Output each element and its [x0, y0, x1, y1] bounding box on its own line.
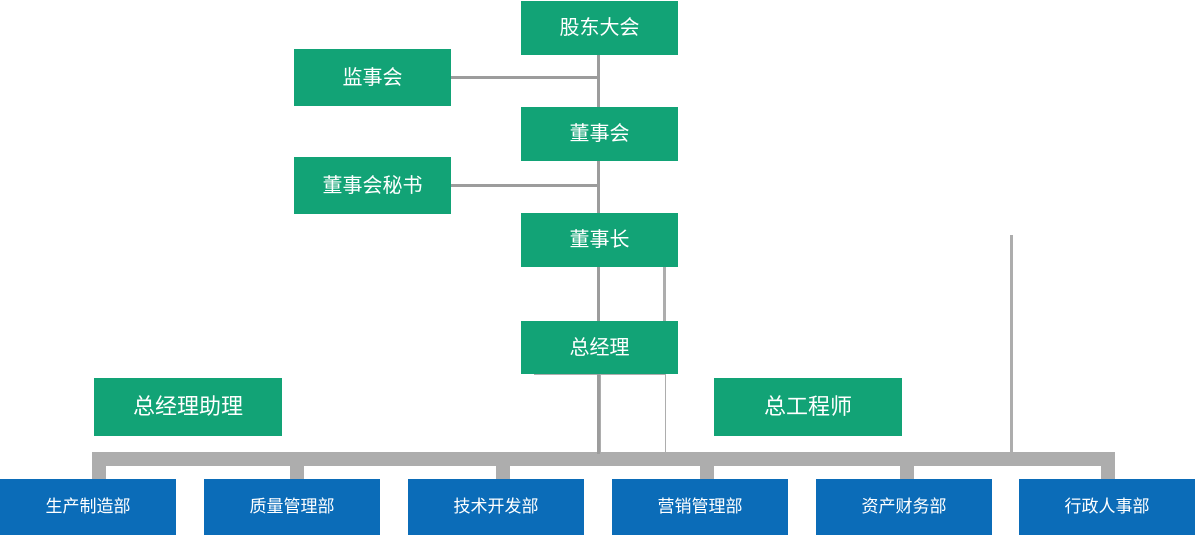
node-general-manager-label: 总经理 — [569, 336, 630, 359]
node-supervisors-label: 监事会 — [342, 66, 403, 89]
node-department-quality-label: 质量管理部 — [249, 496, 335, 516]
node-chief-engineer[interactable]: 总工程师 — [714, 378, 902, 436]
node-gm-assistant[interactable]: 总经理助理 — [94, 378, 282, 436]
connector-shareholders-board — [597, 53, 600, 107]
node-general-manager[interactable]: 总经理 — [521, 321, 678, 374]
node-supervisors[interactable]: 监事会 — [294, 49, 451, 106]
mask-right-3 — [906, 375, 1010, 452]
node-department-administration[interactable]: 行政人事部 — [1019, 479, 1195, 535]
mask-right-top — [666, 235, 1010, 375]
node-department-marketing-label: 营销管理部 — [657, 496, 743, 516]
leg-administration — [1101, 452, 1115, 480]
node-department-quality[interactable]: 质量管理部 — [204, 479, 380, 535]
node-department-administration-label: 行政人事部 — [1064, 496, 1150, 516]
node-chairman-label: 董事长 — [569, 229, 630, 251]
node-department-finance-label: 资产财务部 — [861, 496, 947, 516]
node-chairman[interactable]: 董事长 — [521, 213, 678, 267]
node-chief-engineer-label: 总工程师 — [763, 393, 852, 419]
connector-chairman-gm — [597, 266, 600, 321]
node-gm-assistant-label: 总经理助理 — [132, 393, 243, 419]
node-board-label: 董事会 — [569, 123, 630, 145]
node-board-secretary-label: 董事会秘书 — [322, 174, 423, 197]
node-board-secretary[interactable]: 董事会秘书 — [294, 157, 451, 214]
node-department-technology-label: 技术开发部 — [453, 496, 539, 516]
node-department-finance[interactable]: 资产财务部 — [816, 479, 992, 535]
leg-production — [92, 452, 106, 480]
mask-right-1 — [666, 375, 706, 452]
leg-finance — [900, 452, 914, 480]
mask-left-2 — [296, 338, 496, 452]
node-department-production-label: 生产制造部 — [45, 496, 131, 516]
mask-center-gap-2 — [601, 375, 665, 452]
node-department-marketing[interactable]: 营销管理部 — [612, 479, 788, 535]
connector-gm-down — [597, 372, 600, 454]
leg-technology — [496, 452, 510, 480]
mask-center-gap — [533, 375, 598, 452]
node-board[interactable]: 董事会 — [521, 107, 678, 161]
connector-secretary-spine — [451, 184, 599, 187]
leg-marketing — [700, 452, 714, 480]
node-shareholders[interactable]: 股东大会 — [521, 1, 678, 55]
node-shareholders-label: 股东大会 — [559, 17, 640, 39]
connector-supervisors-spine — [451, 76, 599, 79]
node-department-production[interactable]: 生产制造部 — [0, 479, 176, 535]
node-department-technology[interactable]: 技术开发部 — [408, 479, 584, 535]
leg-quality — [290, 452, 304, 480]
